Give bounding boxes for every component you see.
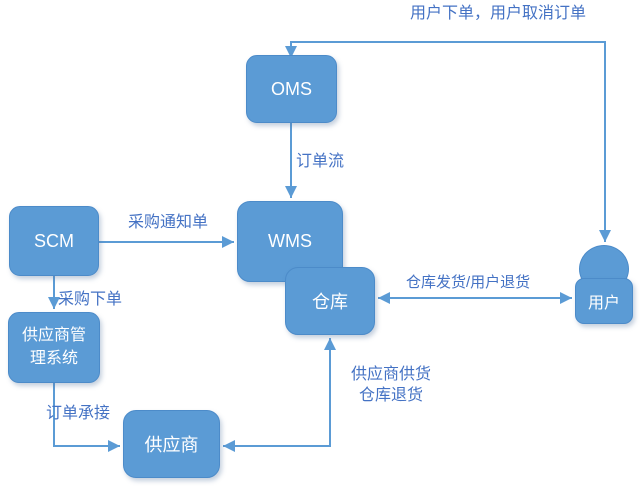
edge-label-suppliermgmt-supplier: 订单承接: [46, 405, 111, 422]
node-supplier-management-system: 供应商管理系统: [8, 312, 100, 383]
edge-label-scm-wms: 采购通知单: [128, 214, 209, 231]
edge-warehouse-supplier: [223, 338, 336, 452]
edge-label-warehouse-supplier-line2: 仓库退货: [358, 386, 423, 404]
edge-label-warehouse-supplier: 供应商供货 仓库退货: [345, 365, 437, 407]
node-user: 用户: [575, 278, 633, 324]
node-oms: OMS: [246, 55, 337, 123]
edge-label-warehouse-user: 仓库发货/用户退货: [406, 274, 531, 291]
edge-suppliermgmt-supplier: [53, 383, 120, 452]
node-scm: SCM: [9, 206, 99, 276]
edge-label-warehouse-supplier-line1: 供应商供货: [350, 366, 431, 383]
node-supplier: 供应商: [123, 410, 220, 478]
edge-label-oms-wms: 订单流: [296, 153, 345, 170]
node-warehouse: 仓库: [285, 267, 375, 335]
edge-label-user-oms: 用户下单，用户取消订单: [409, 5, 586, 22]
edge-user-oms: [285, 41, 611, 242]
edge-label-scm-suppliermgmt: 采购下单: [58, 291, 123, 308]
